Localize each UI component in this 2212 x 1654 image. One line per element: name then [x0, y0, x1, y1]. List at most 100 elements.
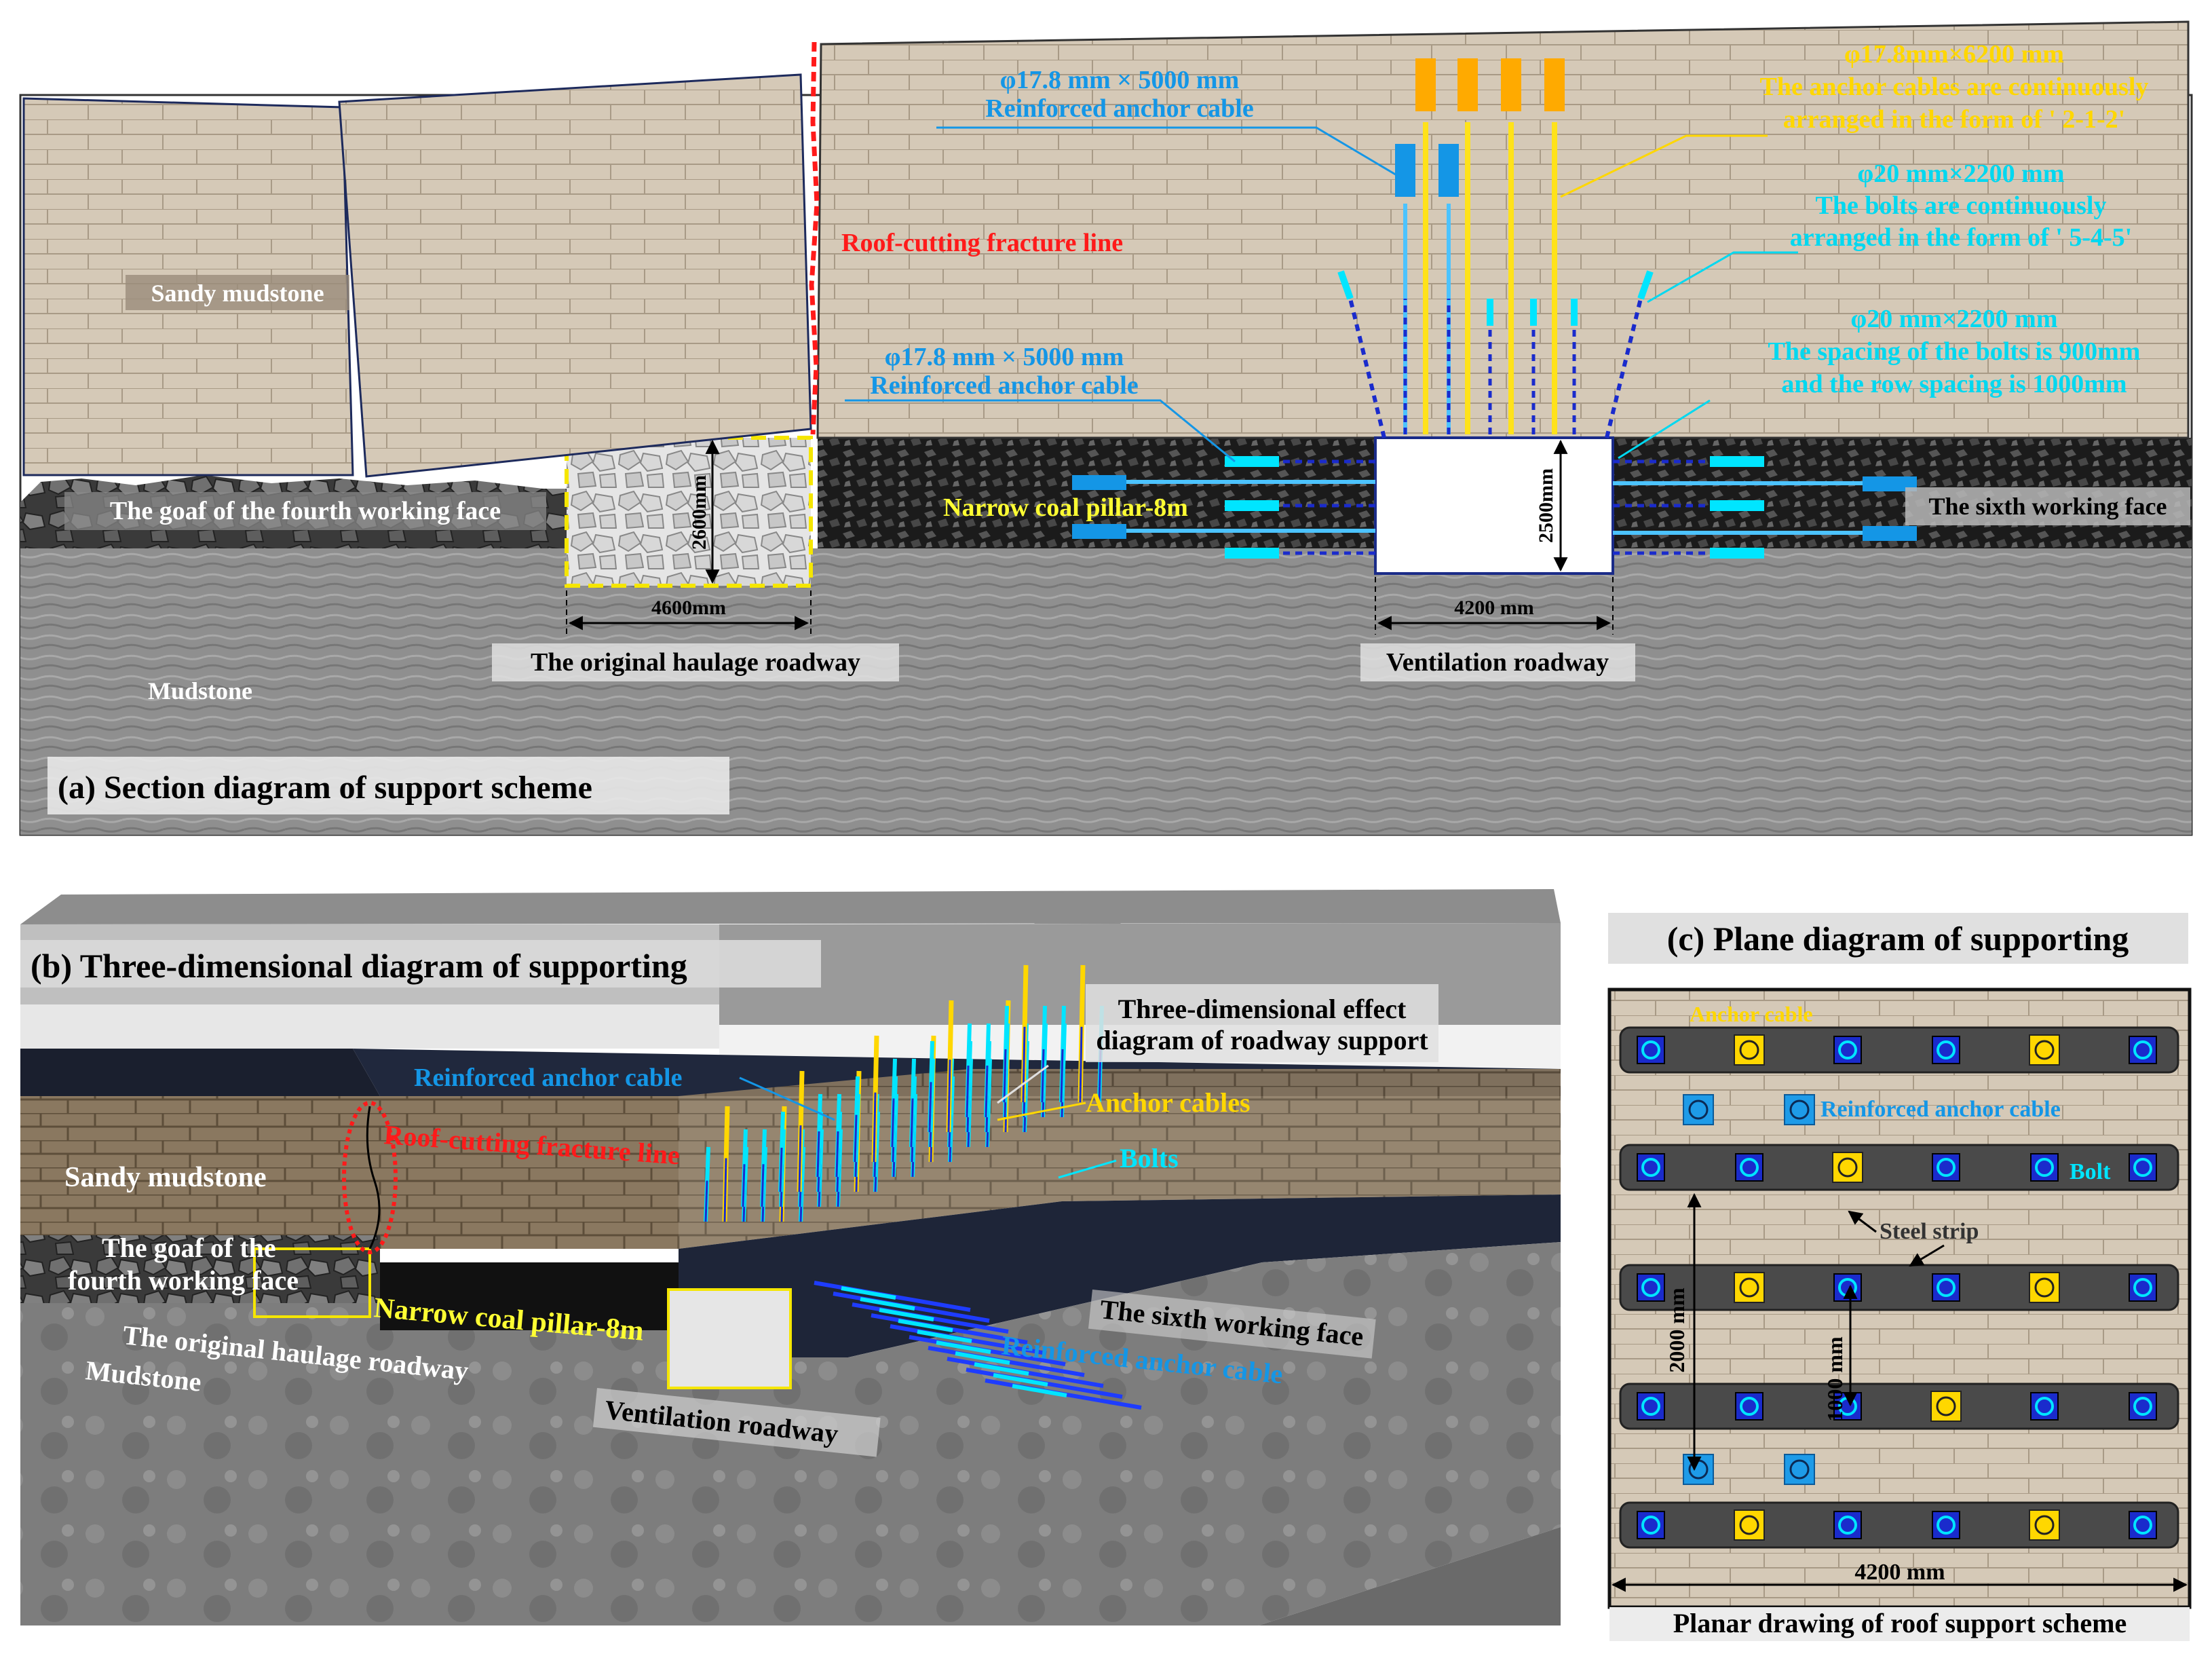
bolt-ring	[1937, 1278, 1956, 1297]
sandy-mudstone-right	[679, 1069, 1561, 1249]
bolt-anchorage	[854, 1114, 858, 1163]
reinforced-cable-head	[1438, 144, 1459, 197]
leader-line	[1647, 251, 1798, 303]
leader-line	[845, 399, 1236, 463]
bolt-anchorage	[891, 1098, 895, 1148]
label-bg	[592, 1388, 881, 1457]
ventilation-roadway-opening	[668, 1290, 790, 1388]
bolt-anchorage	[742, 1164, 746, 1207]
bolt-head	[1710, 456, 1764, 467]
steel-strip	[1619, 1264, 2179, 1311]
plan-caption: Planar drawing of roof support scheme	[1673, 1608, 2127, 1638]
anchor-cable-marker	[2029, 1272, 2060, 1303]
callout-cable-top-2: Reinforced anchor cable	[985, 94, 1253, 123]
caption-bg	[1609, 1607, 2190, 1641]
callout-spacing-1: φ20 mm×2200 mm	[1851, 305, 2058, 333]
panel-a: 2600mm 4600mm 2500mm 4200 mm Sandy mudst…	[19, 20, 2193, 836]
panel-c: (c) Plane diagram of supporting 2000 mm …	[1607, 913, 2192, 1641]
anchor-cable-ring	[1837, 1157, 1858, 1178]
callout-bolt-2: The bolts are continuously	[1816, 191, 2107, 220]
bolt-ring	[1937, 1516, 1956, 1535]
bolt-head	[1710, 500, 1764, 511]
roof-block-2	[338, 73, 812, 478]
bolt-anchorage	[873, 1092, 877, 1163]
dim-1000-label: 1000 mm	[1823, 1336, 1847, 1422]
bolt-ring	[1641, 1516, 1660, 1535]
fracture-crack	[366, 1106, 381, 1249]
leader-line	[1560, 134, 1768, 198]
plan-dimensions: 2000 mm 1000 mm 4200 mm	[1611, 1192, 2188, 1592]
effect-label-1: Three-dimensional effect	[1118, 994, 1407, 1024]
steel-strip	[1619, 1383, 2179, 1430]
right-rib-supports	[1613, 456, 1917, 559]
anchor-cable-marker	[1930, 1391, 1962, 1422]
bolt-ring	[1641, 1040, 1660, 1059]
plan-grid	[1619, 1026, 2179, 1549]
reinforced-cable-marker	[1683, 1094, 1714, 1125]
title-bg	[47, 757, 729, 814]
bolt-ring	[2133, 1397, 2152, 1416]
label-bg	[1905, 487, 2190, 525]
panel-b: (b) Three-dimensional diagram of support…	[20, 889, 1561, 1625]
sandy-mudstone-label: Sandy mudstone	[151, 280, 324, 307]
roof-supports	[1337, 58, 1654, 438]
anchor-cable-marker	[1734, 1034, 1765, 1066]
leader-line	[1618, 399, 1711, 459]
anchor-cable-head	[1501, 58, 1521, 111]
bolt-ring	[1740, 1158, 1759, 1177]
reinforced-cable-legend: Reinforced anchor cable	[1820, 1097, 2061, 1122]
rib-bolt	[917, 1330, 972, 1343]
callout-cable-left-1: φ17.8 mm × 5000 mm	[885, 343, 1124, 371]
steel-strip-label: Steel strip	[1880, 1219, 1979, 1244]
leader-line	[1848, 1210, 1877, 1233]
anchor-cable-ring	[1739, 1515, 1759, 1535]
anchor-cable-marker	[1832, 1152, 1863, 1183]
reinforced-cable-head	[1863, 476, 1917, 491]
anchor-cable-ring	[1936, 1396, 1956, 1416]
rib-bolt	[936, 1340, 991, 1354]
sandy-mudstone-label-b: Sandy mudstone	[64, 1162, 267, 1193]
leader-line	[739, 1076, 835, 1121]
roadway-floor	[679, 1195, 1561, 1357]
bolt-anchorage	[704, 1180, 708, 1222]
bolt-anchorage	[723, 1158, 727, 1222]
coal-band-left	[20, 1049, 380, 1096]
anchor-cable-marker	[2029, 1034, 2060, 1066]
rib-bolt	[879, 1308, 934, 1321]
leader-line	[1909, 1244, 1945, 1267]
anchor-cable-head	[1415, 58, 1436, 111]
rib-bolt	[1012, 1384, 1067, 1397]
bolt-head	[1225, 548, 1279, 559]
anchor-cable-marker	[1734, 1272, 1765, 1303]
reinforced-cable-head	[1072, 524, 1126, 539]
anchor-cable-ring	[2034, 1515, 2055, 1535]
bolt-ring	[2035, 1158, 2054, 1177]
reinforced-cable-head	[1863, 526, 1917, 541]
anchor-cables-label: Anchor cables	[1086, 1087, 1251, 1118]
anchor-cable-ring	[2034, 1277, 2055, 1298]
bolt-ring	[1740, 1397, 1759, 1416]
original-haulage-label: The original haulage roadway	[531, 648, 860, 677]
leader-line	[936, 126, 1402, 179]
reinforced-cable-marker	[1683, 1454, 1714, 1485]
support-bundle	[704, 964, 1142, 1410]
bolt-anchorage	[1079, 1026, 1083, 1103]
bolt-anchorage	[985, 1066, 989, 1118]
callout-bolt-1: φ20 mm×2200 mm	[1858, 159, 2065, 188]
label-bg	[492, 643, 899, 681]
bolt-head	[1225, 500, 1279, 511]
roof-cutting-fracture-line	[809, 41, 820, 435]
label-bg	[1360, 643, 1635, 681]
bolt-head	[1710, 548, 1764, 559]
bolt-ring	[1838, 1040, 1857, 1059]
anchor-cable-legend: Anchor cable	[1690, 1002, 1813, 1026]
ventilation-label: Ventilation roadway	[1386, 648, 1609, 677]
bolt-head	[1337, 270, 1354, 300]
dim-4200-label: 4200 mm	[1454, 597, 1533, 619]
coal-pillar-front	[380, 1262, 679, 1330]
reinforced-cable-head	[1072, 475, 1126, 490]
callout-anchor-3: arranged in the form of ' 2-1-2'	[1783, 105, 2125, 134]
dim-2500-label: 2500mm	[1535, 468, 1557, 543]
anchor-cable-marker	[1734, 1509, 1765, 1541]
bolt-ring	[1641, 1158, 1660, 1177]
